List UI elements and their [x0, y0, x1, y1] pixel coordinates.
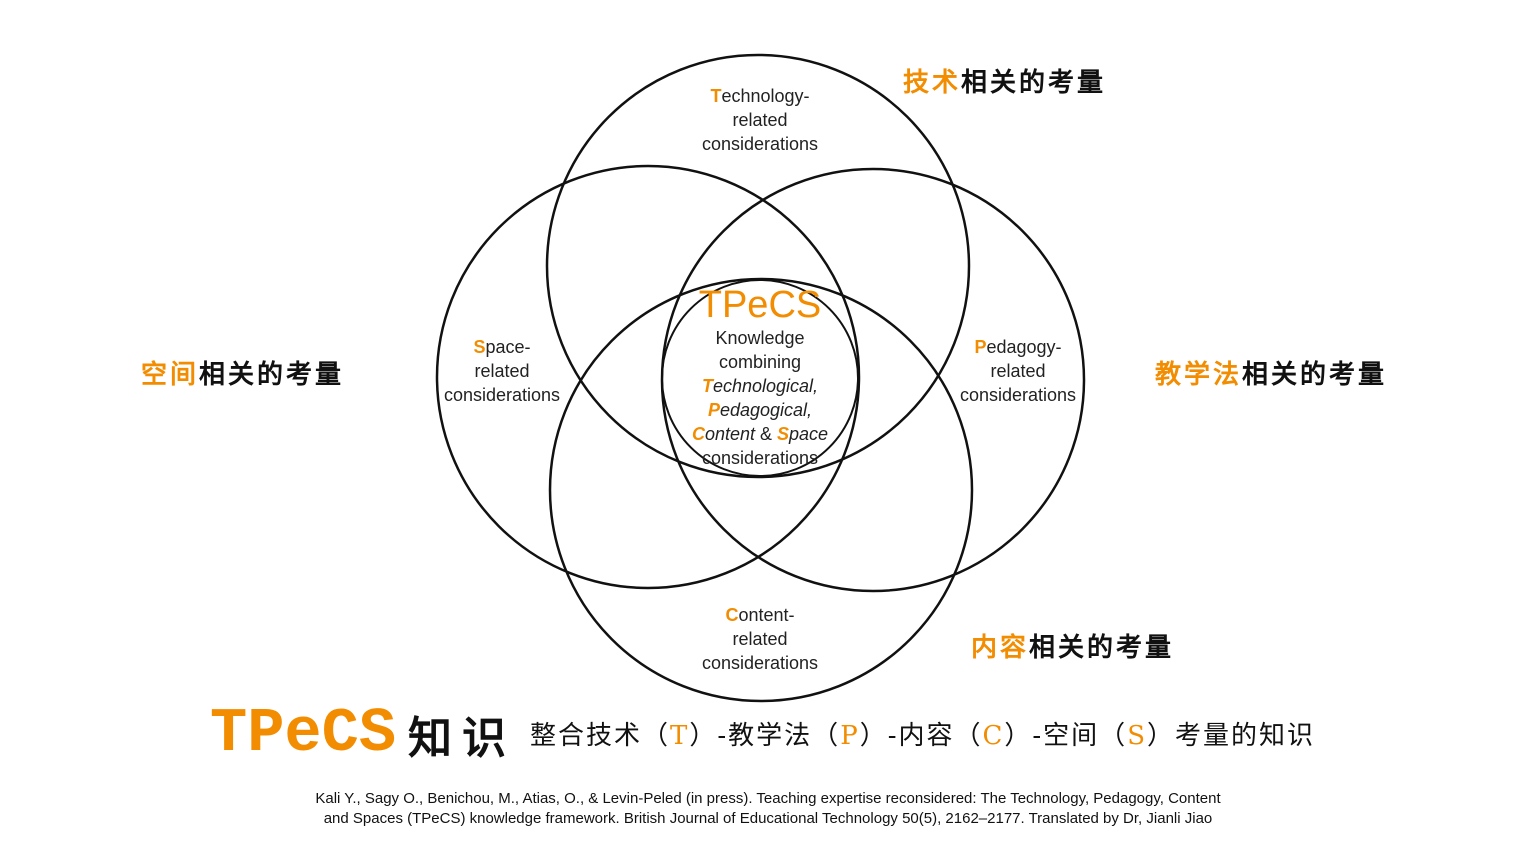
label-text: related — [732, 629, 788, 649]
center-text: echnological, — [712, 376, 819, 396]
zh-text: 相关的考量 — [1242, 360, 1388, 390]
technology-label: Technology- related considerations — [670, 84, 850, 156]
zh-text: 相关的考量 — [961, 68, 1107, 98]
initial: S — [1127, 721, 1147, 751]
label-text: related — [990, 361, 1046, 381]
technology-zh-label: 技术相关的考量 — [903, 62, 1106, 99]
center-text: considerations — [701, 448, 819, 468]
label-text: considerations — [443, 385, 561, 405]
initial: C — [982, 721, 1005, 751]
zh-text: 相关的考量 — [199, 360, 345, 390]
label-text: ontent- — [738, 605, 795, 625]
space-label: Space- related considerations — [412, 335, 592, 407]
subtitle-text: ）-教学法（ — [689, 721, 841, 751]
space-circle — [435, 164, 861, 590]
initial: C — [691, 424, 705, 444]
subtitle-text: ）-空间（ — [1004, 721, 1128, 751]
center-text: edagogical, — [719, 400, 813, 420]
label-text: echnology- — [721, 86, 810, 106]
pedagogy-zh-label: 教学法相关的考量 — [1155, 354, 1387, 391]
initial: S — [777, 424, 790, 444]
center-text: pace — [789, 424, 829, 444]
subtitle-text: ）-内容（ — [859, 721, 983, 751]
subtitle-text: ）考量的知识 — [1147, 721, 1316, 751]
zh-accent: 技术 — [903, 68, 962, 98]
content-circle — [548, 277, 974, 703]
center-label: TPeCS Knowledge combining Technological,… — [660, 284, 860, 470]
label-text: related — [474, 361, 530, 381]
center-text: & — [754, 424, 777, 444]
zh-accent: 内容 — [971, 633, 1030, 663]
initial: T — [670, 721, 690, 751]
content-label: Content- related considerations — [670, 603, 850, 675]
initial: T — [701, 376, 713, 396]
subtitle-text: 整合技术（ — [530, 721, 671, 751]
center-circle — [661, 279, 859, 477]
pedagogy-label: Pedagogy- related considerations — [928, 335, 1108, 407]
center-text: ontent — [704, 424, 755, 444]
label-text: edagogy- — [986, 337, 1062, 357]
zhishi-title: 知识 — [408, 712, 517, 764]
zh-accent: 教学法 — [1155, 360, 1243, 390]
citation-line: Kali Y., Sagy O., Benichou, M., Atias, O… — [315, 790, 1221, 807]
center-text: combining — [718, 352, 802, 372]
initial: T — [710, 86, 722, 106]
label-text: considerations — [959, 385, 1077, 405]
citation-line: and Spaces (TPeCS) knowledge framework. … — [323, 810, 1213, 827]
initial: P — [707, 400, 720, 420]
space-zh-label: 空间相关的考量 — [141, 354, 344, 391]
label-text: related — [732, 110, 788, 130]
zh-text: 相关的考量 — [1029, 633, 1175, 663]
title-subtitle: 整合技术（T）-教学法（P）-内容（C）-空间（S）考量的知识 — [530, 721, 1315, 751]
initial: C — [725, 605, 739, 625]
label-text: considerations — [701, 653, 819, 673]
initial: P — [974, 337, 987, 357]
zh-accent: 空间 — [141, 360, 200, 390]
content-zh-label: 内容相关的考量 — [971, 627, 1174, 664]
initial: P — [840, 721, 860, 751]
label-text: pace- — [485, 337, 531, 357]
initial: S — [473, 337, 486, 357]
center-text: Knowledge — [715, 328, 805, 348]
tpecs-title: TPeCS — [210, 698, 397, 769]
technology-circle — [545, 53, 971, 479]
citation: Kali Y., Sagy O., Benichou, M., Atias, O… — [0, 789, 1536, 829]
label-text: considerations — [701, 134, 819, 154]
center-title: TPeCS — [698, 284, 822, 326]
